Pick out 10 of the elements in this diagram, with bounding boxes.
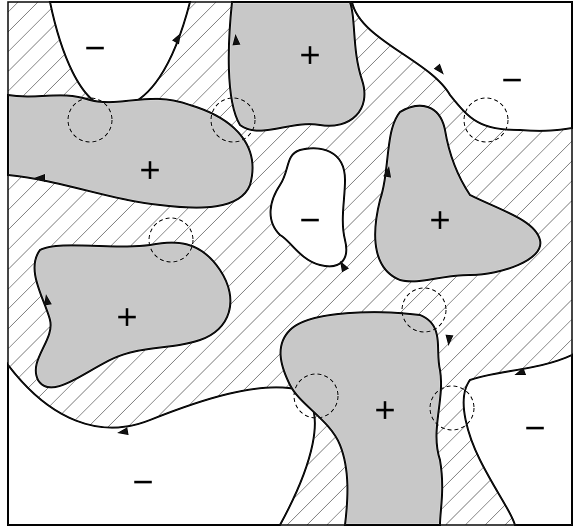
sign-text: + xyxy=(139,152,161,188)
sign-text: − xyxy=(299,202,321,238)
sign-text: + xyxy=(374,392,396,428)
sign-text: − xyxy=(501,62,523,98)
sign-text: + xyxy=(429,202,451,238)
sign-text: + xyxy=(299,37,321,73)
sign-text: + xyxy=(116,299,138,335)
sign-text: − xyxy=(84,30,106,66)
sign-text: − xyxy=(132,464,154,500)
sign-text: − xyxy=(524,410,546,446)
